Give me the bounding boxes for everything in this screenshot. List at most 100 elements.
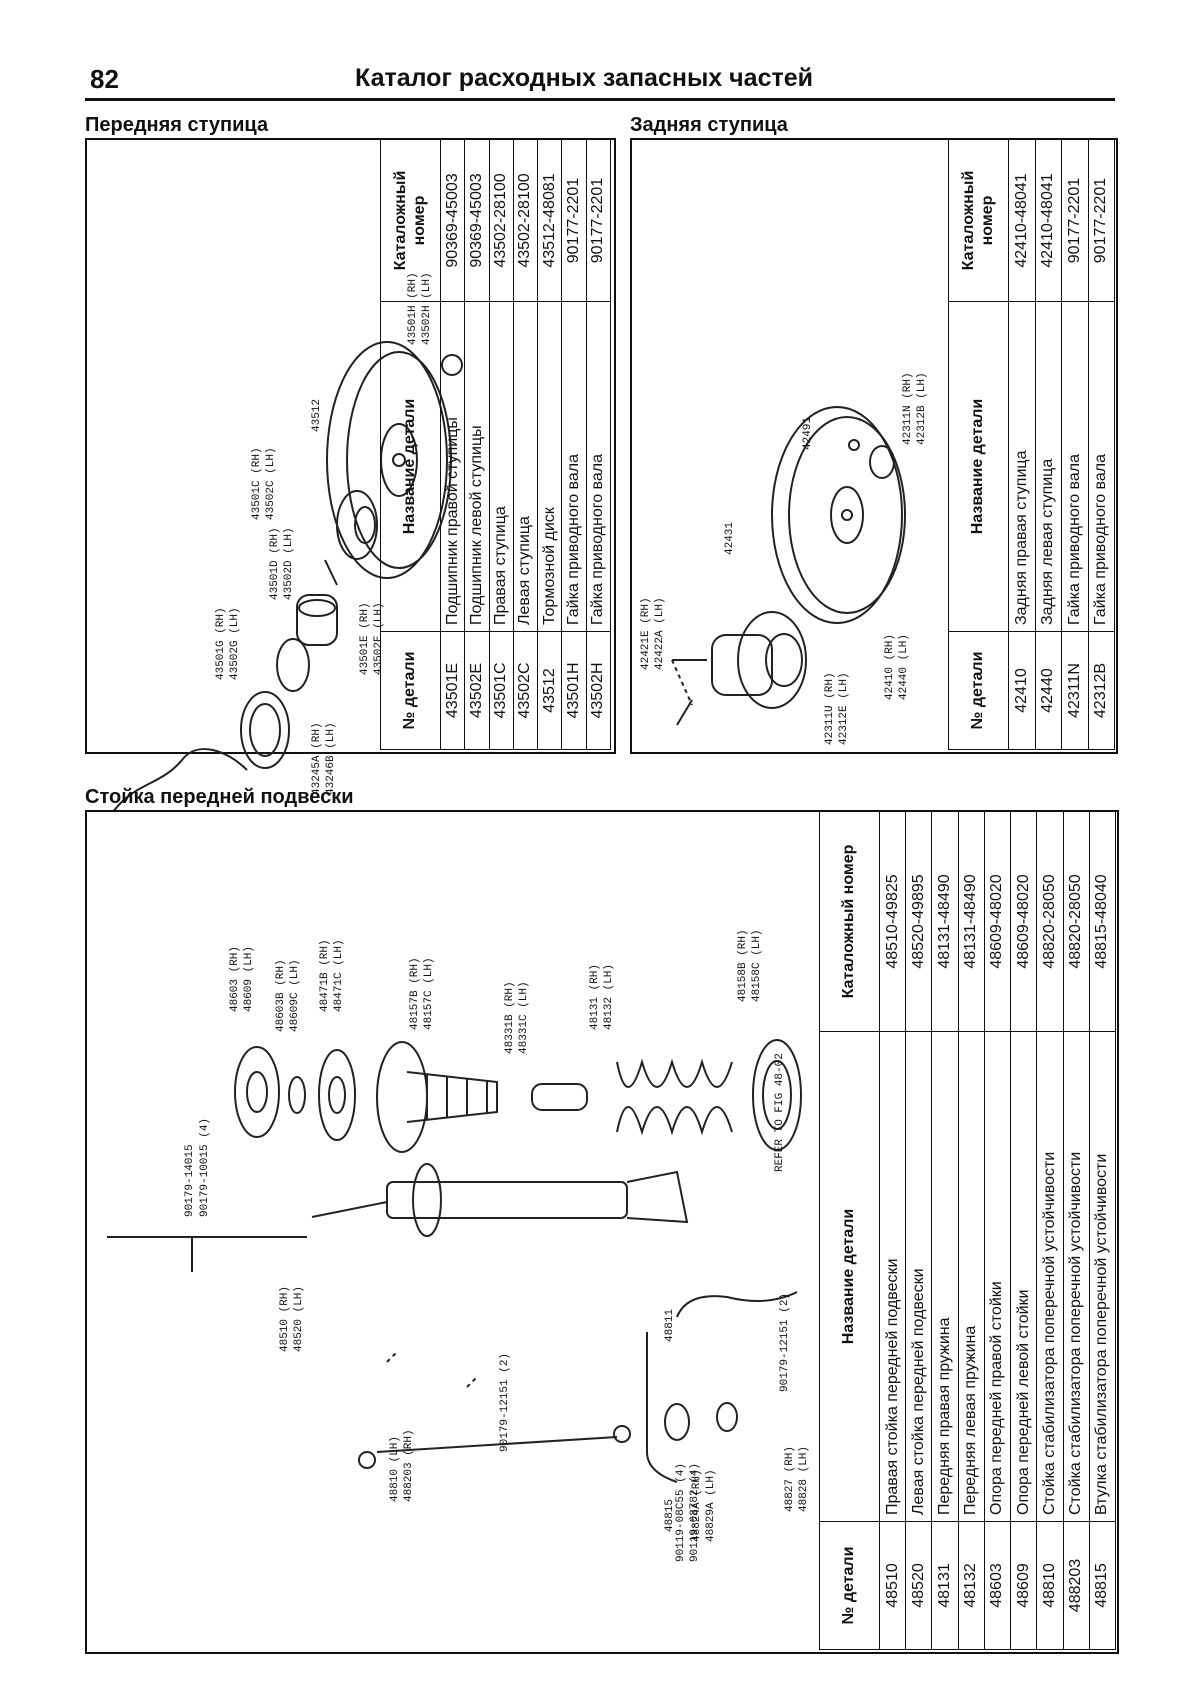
strut-callout-30: 90179-12151 (2) [779, 1293, 791, 1392]
part-number-cell: 42311N [1061, 631, 1088, 750]
front-strut-panel: 48603 (RH) 48609 (LH) 48603B (RH) 48609C… [85, 810, 1119, 1654]
part-name-cell: Задняя правая ступица [1008, 301, 1035, 632]
front-hub-callout-2: 43502H (LH) [421, 272, 433, 345]
rear-hub-title: Задняя ступица [630, 114, 788, 136]
strut-callout-17: 48510 (RH) [279, 1286, 291, 1352]
front-strut-title: Стойка передней подвески [85, 786, 354, 808]
strut-callout-19: 90179-12151 (2) [499, 1353, 511, 1452]
part-name-cell: Опора передней левой стойки [1010, 1031, 1037, 1522]
front-hub-callout-10: 43501G (RH) [215, 607, 227, 680]
rear-hub-callout-9: 42311U (RH) [824, 672, 836, 745]
part-name-cell: Опора передней правой стойки [984, 1031, 1011, 1522]
strut-callout-28: 90119-08C55 (4) [675, 1463, 687, 1562]
catalog-number-cell: 90177-2201 [1088, 139, 1115, 302]
rear-hub-callout-7: 42410 (RH) [884, 634, 896, 700]
strut-callout-26: 48824A (RH) [691, 1469, 703, 1542]
strut-callout-11: 48131 (RH) [589, 964, 601, 1030]
part-number-cell: 48510 [879, 1521, 906, 1650]
part-number-cell: 43501C [489, 631, 514, 750]
part-number-cell: 43502E [464, 631, 490, 750]
strut-callout-3: 48603B (RH) [275, 959, 287, 1032]
catalog-number-cell: 90177-2201 [1061, 139, 1088, 302]
part-name-cell: Гайка приводного вала [1088, 301, 1115, 632]
part-name-cell: Гайка приводного вала [561, 301, 587, 632]
front-hub-callout-13: 43246B (LH) [325, 722, 337, 795]
front-hub-callout-8: 43501E (RH) [359, 602, 371, 675]
front-hub-callout-3: 43512 [311, 399, 323, 432]
rear-hub-panel: 42491 42311N (RH) 42312B (LH) 42431 4242… [630, 138, 1118, 754]
part-number-cell: 48520 [905, 1521, 932, 1650]
front-hub-title: Передняя ступица [85, 114, 269, 136]
page-number: 82 [90, 64, 119, 94]
front-hub-header-name: Название детали [380, 301, 441, 632]
part-number-cell: 42440 [1035, 631, 1062, 750]
catalog-number-cell: 43502-28100 [513, 139, 538, 302]
part-name-cell: Подшипник правой ступицы [440, 301, 465, 632]
rear-hub-callout-5: 42421E (RH) [640, 597, 652, 670]
rear-hub-callout-1: 42491 [802, 417, 814, 450]
front-strut-diagram: 48603 (RH) 48609 (LH) 48603B (RH) 48609C… [107, 929, 810, 1562]
part-name-cell: Правая ступица [489, 301, 514, 632]
strut-callout-12: 48132 (LH) [603, 964, 615, 1030]
strut-callout-4: 48609C (LH) [289, 959, 301, 1032]
rear-hub-header-name: Название детали [948, 301, 1009, 632]
strut-callout-10: 48331C (LH) [518, 981, 530, 1054]
part-name-cell: Гайка приводного вала [1061, 301, 1088, 632]
strut-callout-15: 90179-14015 [184, 1144, 196, 1217]
front-hub-callout-9: 43502E (LH) [373, 602, 385, 675]
part-number-cell: 48132 [958, 1521, 985, 1650]
strut-callout-22: 488203 (RH) [403, 1429, 415, 1502]
part-name-cell: Подшипник левой ступицы [464, 301, 490, 632]
front-hub-header-catalog: Каталожный номер [380, 139, 441, 302]
part-number-cell: 42312B [1088, 631, 1115, 750]
rear-hub-callout-4: 42431 [724, 522, 736, 555]
rear-hub-callout-8: 42440 (LH) [898, 634, 910, 700]
part-number-cell: 43512 [537, 631, 562, 750]
front-hub-diagram: 43501H (RH) 43502H (LH) 43512 43501C (RH… [101, 272, 463, 861]
catalog-number-cell: 42410-48041 [1008, 139, 1035, 302]
catalog-number-cell: 43502-28100 [489, 139, 514, 302]
strut-header-catalog: Каталожный номер [819, 811, 880, 1032]
part-number-cell: 48609 [1010, 1521, 1037, 1650]
rear-hub-callout-2: 42311N (RH) [902, 372, 914, 445]
strut-callout-23: 48815 [664, 1499, 676, 1532]
part-name-cell: Стойка стабилизатора поперечной устойчив… [1036, 1031, 1064, 1522]
rear-hub-callout-6: 42422A (LH) [654, 597, 666, 670]
strut-callout-1: 48603 (RH) [229, 946, 241, 1012]
strut-callout-27: 48829A (LH) [705, 1469, 717, 1542]
strut-header-name: Название детали [819, 1031, 880, 1522]
part-name-cell: Левая ступица [513, 301, 538, 632]
part-number-cell: 48815 [1089, 1521, 1116, 1650]
strut-callout-24: 48827 (RH) [784, 1446, 796, 1512]
strut-callout-16: 90179-10015 (4) [199, 1118, 211, 1217]
rear-hub-table: № детали Название детали Каталожный номе… [948, 139, 1115, 750]
rear-hub-header-catalog: Каталожный номер [948, 139, 1009, 302]
front-strut-table: № детали Название детали Каталожный номе… [819, 811, 1116, 1650]
part-name-cell: Задняя левая ступица [1035, 301, 1062, 632]
part-number-cell: 42410 [1008, 631, 1035, 750]
strut-callout-31: REFER TO FIG 48-02 [774, 1053, 786, 1172]
part-name-cell: Стойка стабилизатора поперечной устойчив… [1063, 1031, 1090, 1522]
part-number-cell: 43501H [561, 631, 587, 750]
front-hub-header-part-no: № детали [380, 631, 441, 750]
front-hub-callout-11: 43502G (LH) [229, 607, 241, 680]
part-name-cell: Передняя правая пружина [931, 1031, 959, 1522]
part-number-cell: 48131 [931, 1521, 959, 1650]
catalog-number-cell: 48520-49895 [905, 811, 932, 1032]
